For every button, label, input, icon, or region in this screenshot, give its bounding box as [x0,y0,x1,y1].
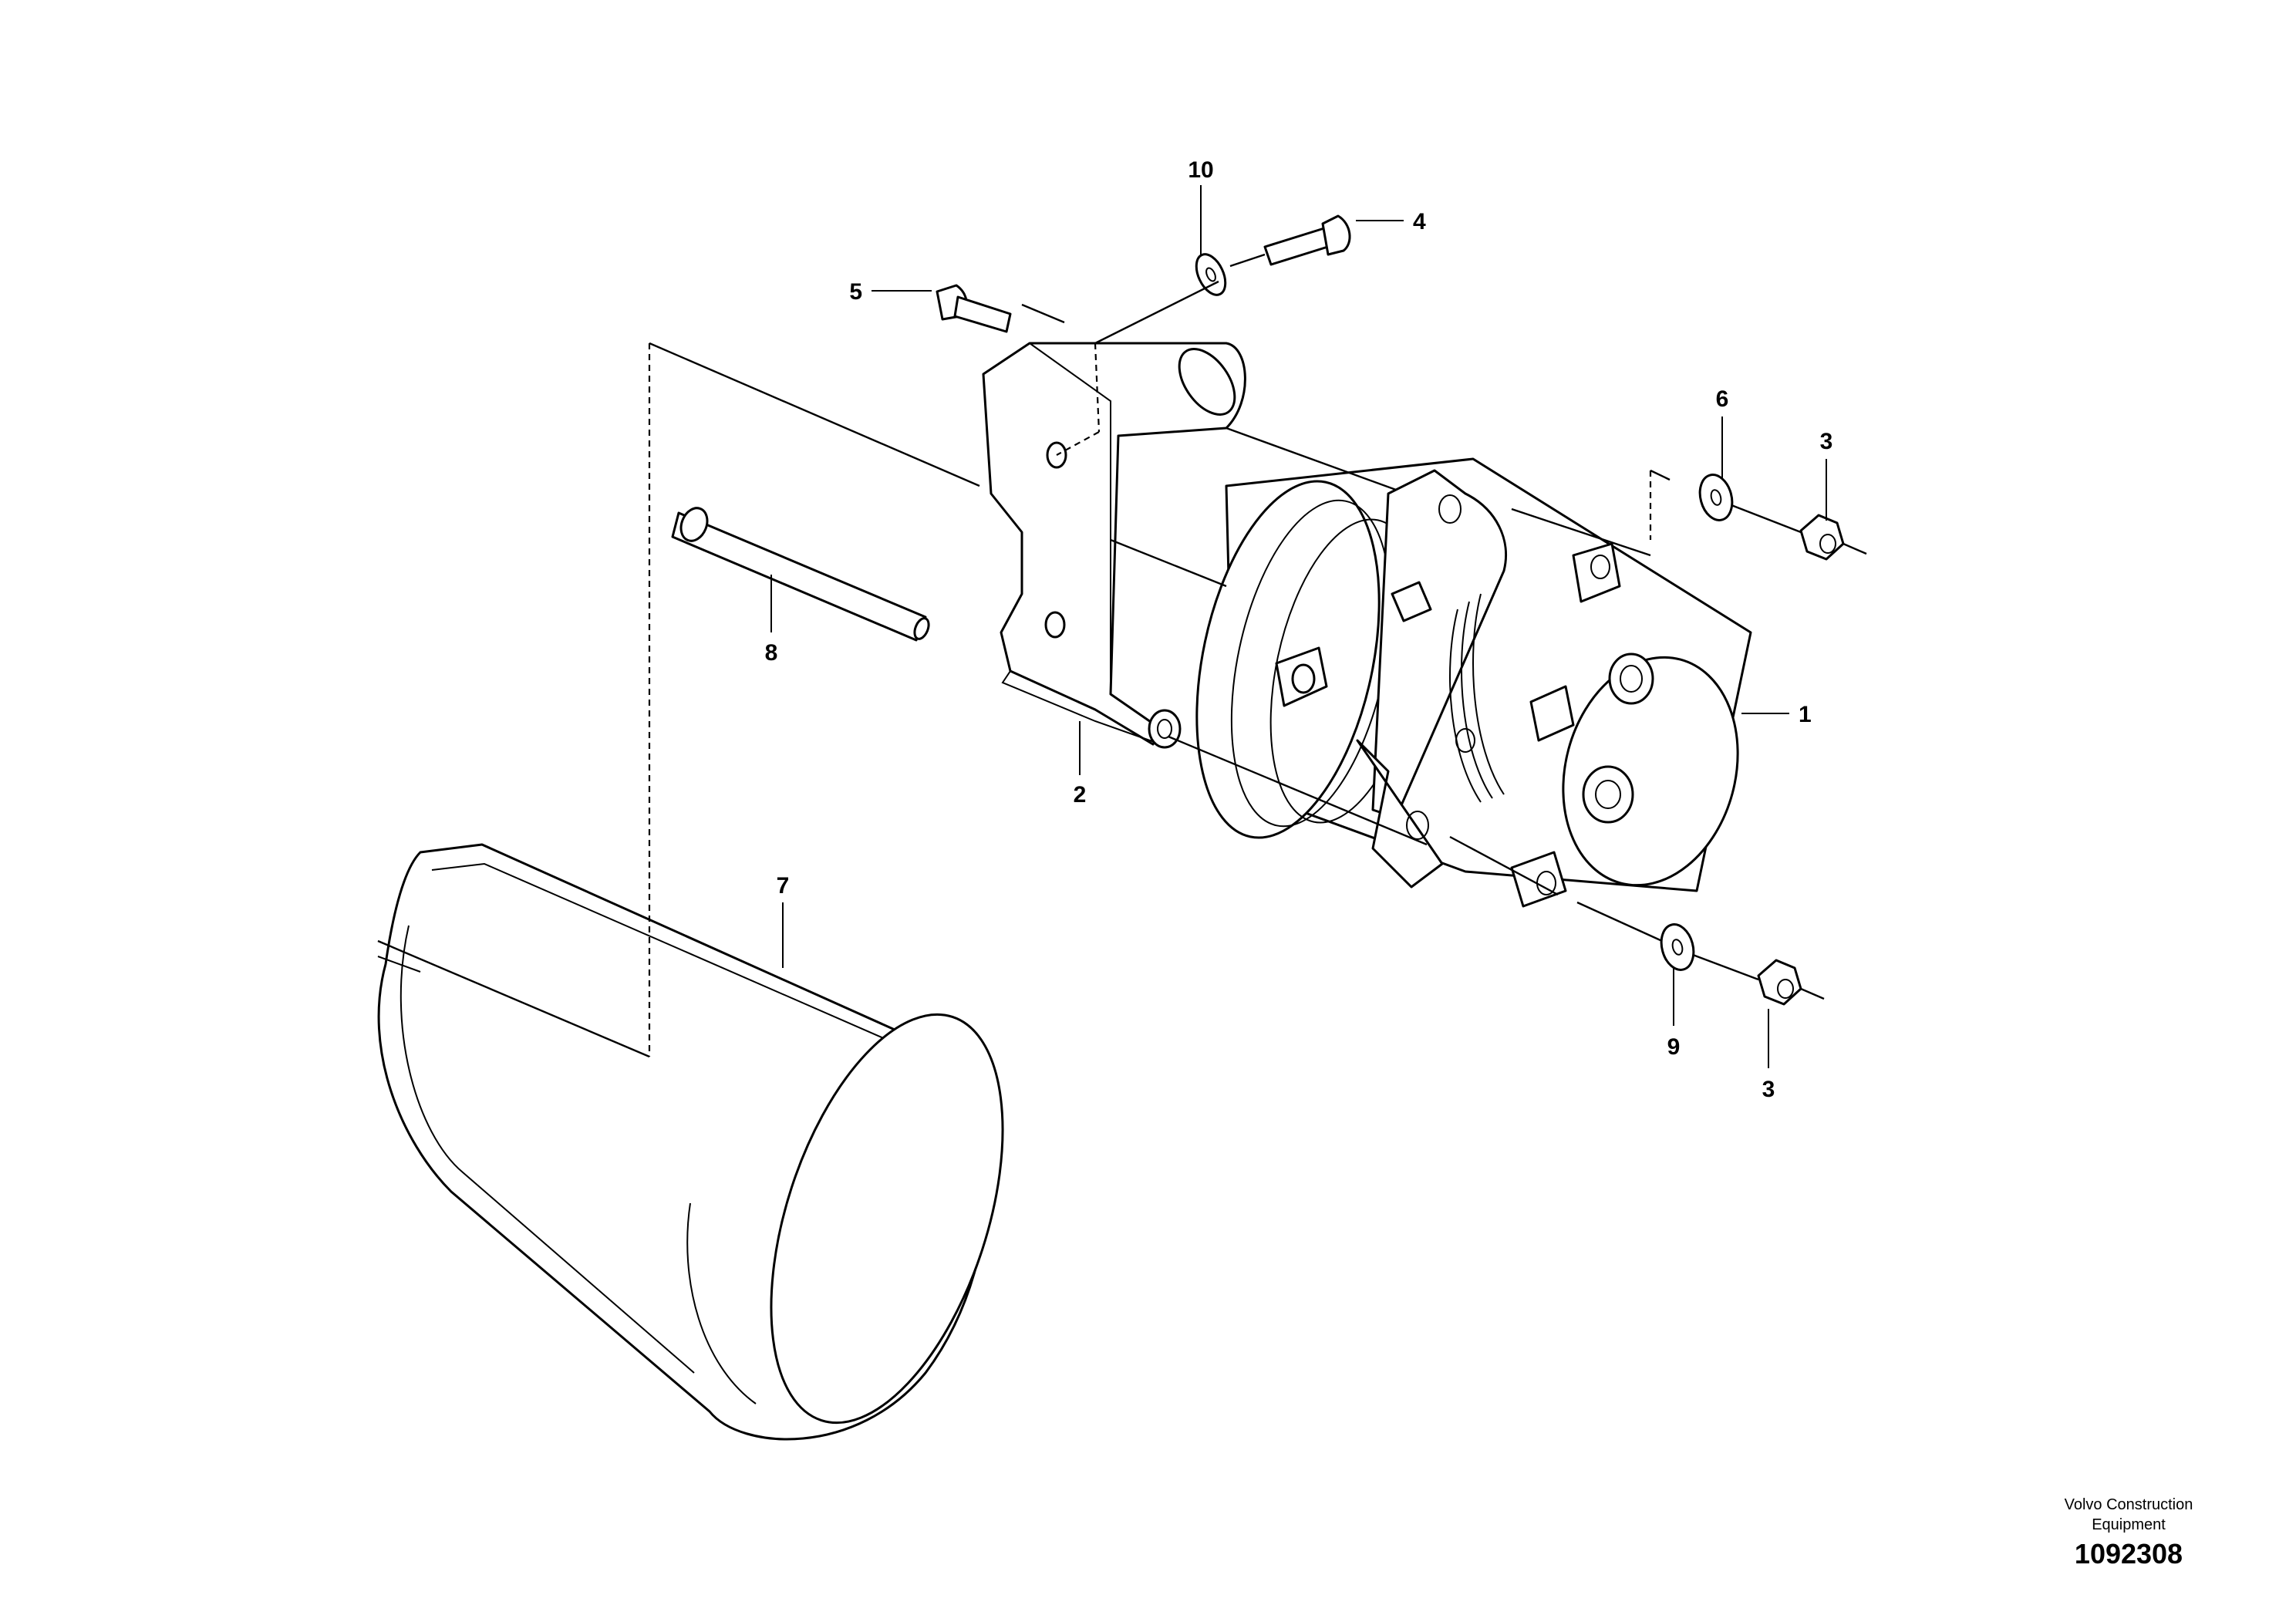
callout-3-upper: 3 [1820,429,1833,454]
callout-5: 5 [849,279,862,305]
washer-top [1195,253,1227,296]
drawing-branding: Volvo Construction Equipment 1092308 [2021,1495,2237,1570]
drawing-number: 1092308 [2074,1538,2183,1570]
washer-upper-right [1698,474,1734,521]
callout-3-lower: 3 [1762,1077,1775,1102]
leader-lines [770,185,1827,1068]
assembly-lines [377,253,1867,1058]
callout-7: 7 [777,873,790,899]
maker-name-line1: Volvo Construction [2064,1496,2193,1513]
drive-belt [377,843,1004,1441]
callout-6: 6 [1716,386,1729,412]
callout-9: 9 [1667,1034,1681,1060]
callout-4: 4 [1413,209,1426,234]
callout-8: 8 [765,640,778,666]
callout-1: 1 [1799,702,1812,727]
mounting-bracket [982,342,1246,749]
callout-10: 10 [1188,157,1213,183]
ac-compressor [1195,457,1752,908]
maker-name-line2: Equipment [2092,1516,2166,1533]
nut-upper-right [1799,514,1845,561]
nut-lower-right [1757,959,1802,1006]
flange-bolt-upper [1263,214,1351,266]
long-bolt [671,507,930,642]
washer-lower-right [1660,923,1695,971]
callout-2: 2 [1074,782,1087,808]
callout-labels: 10 4 5 6 3 1 8 2 7 9 3 [765,157,1833,1102]
flange-bolt-left [936,284,1012,333]
